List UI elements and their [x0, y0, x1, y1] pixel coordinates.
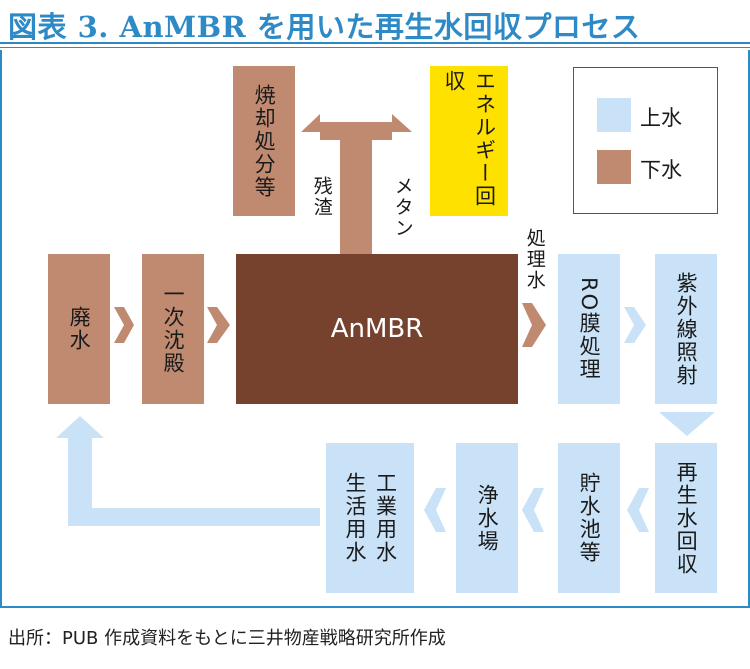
methane-arrow: [354, 114, 412, 254]
box-storage-label: 貯水池等: [577, 472, 602, 564]
legend-swatch-lower: [597, 150, 631, 184]
label-treated: 処理水: [523, 228, 546, 291]
box-uv: 紫外線照射: [655, 254, 717, 404]
arrow-uv-to-reclaimed: [659, 412, 715, 436]
box-purification: 浄水場: [456, 443, 518, 593]
box-use: 生活用水 工業用水: [326, 443, 414, 593]
box-wastewater: 廃水: [48, 254, 110, 404]
legend-swatch-upper: [597, 98, 631, 132]
arrow-reclaimed-to-storage: [627, 488, 649, 532]
box-incineration: 焼却処分等: [233, 66, 295, 216]
box-wastewater-label: 廃水: [67, 306, 92, 352]
legend-label-lower: 下水: [640, 158, 682, 182]
box-ro: RO膜処理: [558, 254, 620, 404]
legend-label-upper: 上水: [640, 106, 682, 130]
legend: 上水 下水: [573, 67, 718, 214]
box-purification-label: 浄水場: [475, 483, 500, 553]
box-storage: 貯水池等: [558, 443, 620, 593]
box-use-label-1: 生活用水: [343, 472, 367, 564]
diagram-frame: [0, 50, 750, 608]
label-residue: 残渣: [310, 176, 333, 218]
box-uv-label: 紫外線照射: [674, 271, 699, 387]
arrow-primary-to-anmbr: [207, 307, 230, 343]
source-note: 出所：PUB 作成資料をもとに三井物産戦略研究所作成: [8, 628, 446, 649]
arrow-storage-to-purification: [522, 488, 544, 532]
title-rule: [0, 42, 750, 44]
box-anmbr-label: AnMBR: [330, 314, 424, 344]
arrow-waste-to-primary: [114, 307, 134, 343]
label-methane: メタン: [391, 176, 414, 239]
arrow-anmbr-to-ro: [522, 303, 546, 347]
arrow-purification-to-use: [424, 488, 446, 532]
box-anmbr: AnMBR: [236, 254, 518, 404]
title-rule-thin: [0, 47, 750, 48]
box-energy-recovery: エネルギー回収: [430, 66, 508, 216]
residue-arrow: [301, 114, 358, 254]
arrow-ro-to-uv: [624, 307, 646, 343]
box-primary-settling-label: 一次沈殿: [161, 283, 186, 375]
box-incineration-label: 焼却処分等: [252, 83, 277, 199]
box-reclaimed-label: 再生水回収: [674, 460, 699, 576]
box-primary-settling: 一次沈殿: [142, 254, 204, 404]
figure-title: 図表 3. AnMBR を用いた再生水回収プロセス: [8, 10, 641, 44]
box-use-label-2: 工業用水: [373, 472, 398, 564]
box-ro-label: RO膜処理: [577, 276, 602, 382]
arrow-return-loop: [56, 416, 320, 526]
box-energy-recovery-label: エネルギー回収: [442, 70, 497, 208]
box-reclaimed: 再生水回収: [655, 443, 717, 593]
